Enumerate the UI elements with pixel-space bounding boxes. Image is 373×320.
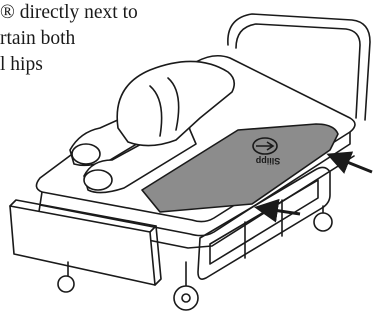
- footboard: [9, 199, 162, 286]
- transfer-sheet: [141, 123, 339, 213]
- instruction-line-2: rtain both: [0, 28, 76, 49]
- sheet-logo-text: Sliipp: [255, 156, 280, 166]
- instruction-line-1: ® directly next to: [0, 2, 138, 23]
- lifted-cover: [116, 60, 236, 147]
- headboard: [227, 13, 371, 121]
- instruction-text: ® directly next to rtain both l hips: [0, 0, 230, 78]
- arrow-right-icon: [254, 151, 373, 223]
- instruction-line-3: l hips: [0, 54, 43, 75]
- sheet-logo-icon: [252, 137, 278, 155]
- side-rail: [197, 166, 331, 280]
- bed-wheels: [57, 205, 333, 311]
